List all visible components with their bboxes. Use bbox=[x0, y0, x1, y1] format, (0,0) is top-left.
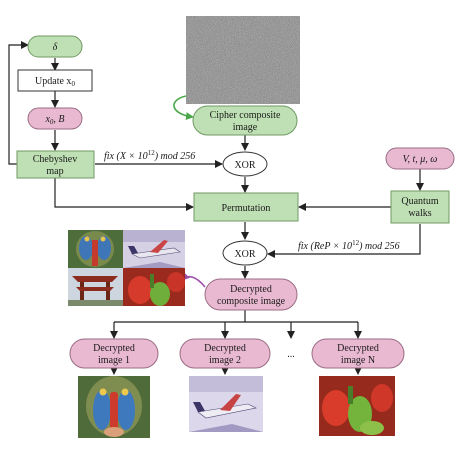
decrypted-n-label-line1: Decrypted bbox=[337, 343, 379, 354]
decrypted-composite-picture bbox=[68, 230, 185, 306]
decrypted-n-label-line2: image N bbox=[341, 355, 375, 366]
edges bbox=[8, 41, 424, 375]
edge-cipher-image-green-arrow bbox=[173, 95, 194, 121]
node-permutation: Permutation bbox=[193, 192, 299, 222]
composite-peppers-quadrant bbox=[123, 268, 185, 306]
x0-b-label: x0, B bbox=[44, 114, 64, 126]
ellipsis-label: ... bbox=[287, 349, 295, 360]
update-x0-label: Update x0 bbox=[35, 76, 75, 88]
decrypted-2-label-line1: Decrypted bbox=[204, 343, 246, 354]
edge-label-fix-rep: fix (ReP × 1012) mod 256 bbox=[298, 239, 400, 252]
cipher-noise-image bbox=[186, 16, 300, 104]
node-update-x0: Update x0 bbox=[17, 69, 93, 92]
node-chebyshev-map: Chebyshev map bbox=[16, 150, 95, 179]
node-xor-top: XOR bbox=[222, 151, 268, 177]
node-decrypted-image-1: Decrypted image 1 bbox=[69, 338, 159, 369]
chebyshev-label-line1: Chebyshev bbox=[33, 154, 77, 165]
edge-label-fix-x: fix (X × 1012) mod 256 bbox=[104, 149, 195, 162]
decrypted-1-label-line1: Decrypted bbox=[93, 343, 135, 354]
node-quantum-walks: Quantum walks bbox=[390, 190, 450, 224]
node-decrypted-composite: Decrypted composite image bbox=[204, 278, 298, 311]
edge-quantum-to-xor bbox=[267, 224, 421, 258]
xor-top-label: XOR bbox=[234, 160, 255, 171]
cipher-label-line1: Cipher composite bbox=[210, 110, 281, 121]
node-delta: δ bbox=[27, 35, 83, 58]
edge-composite-purple-arrow bbox=[181, 272, 206, 288]
node-x0-b: x0, B bbox=[27, 107, 83, 130]
edge-chebyshev-to-permutation bbox=[54, 178, 194, 211]
quantum-label-line1: Quantum bbox=[401, 196, 438, 207]
xor-bottom-label: XOR bbox=[234, 249, 255, 260]
decrypted-composite-label-line2: composite image bbox=[217, 296, 286, 307]
node-xor-bottom: XOR bbox=[222, 240, 268, 266]
params-label: V, t, μ, ω bbox=[403, 154, 438, 165]
cipher-label-line2: image bbox=[233, 122, 258, 133]
node-decrypted-image-n: Decrypted image N bbox=[311, 338, 405, 369]
composite-jet-quadrant bbox=[123, 230, 185, 268]
decrypted-2-label-line2: image 2 bbox=[209, 355, 241, 366]
delta-label: δ bbox=[53, 42, 58, 53]
composite-baboon-quadrant bbox=[68, 230, 123, 268]
node-params: V, t, μ, ω bbox=[385, 147, 455, 170]
decrypted-1-label-line2: image 1 bbox=[98, 355, 130, 366]
result-picture-peppers bbox=[319, 376, 395, 436]
result-picture-jet bbox=[189, 376, 263, 432]
chebyshev-label-line2: map bbox=[46, 166, 63, 177]
edge-chebyshev-feedback bbox=[8, 41, 29, 165]
node-cipher-composite: Cipher composite image bbox=[192, 105, 298, 136]
node-decrypted-image-2: Decrypted image 2 bbox=[179, 338, 271, 369]
quantum-label-line2: walks bbox=[408, 208, 431, 219]
permutation-label: Permutation bbox=[222, 203, 271, 214]
result-picture-baboon bbox=[78, 376, 150, 438]
decrypted-composite-label-line1: Decrypted bbox=[230, 284, 272, 295]
composite-temple-quadrant bbox=[68, 268, 123, 306]
